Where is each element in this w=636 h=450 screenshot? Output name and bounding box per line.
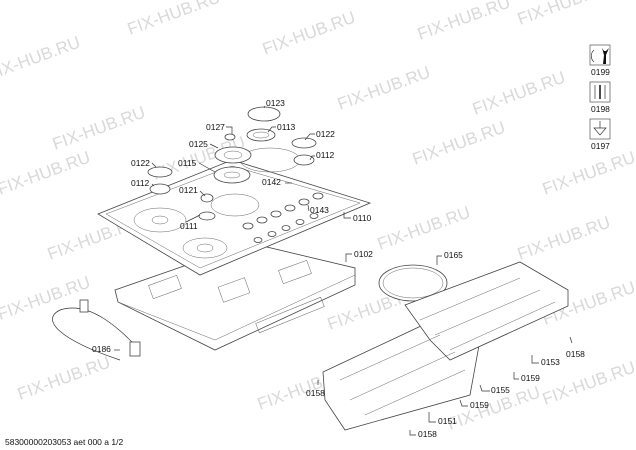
label-0186: 0186	[92, 344, 111, 354]
label-0198: 0198	[591, 104, 610, 114]
grease-icon	[589, 118, 611, 140]
svg-text:FIX-HUB.RU: FIX-HUB.RU	[515, 213, 613, 264]
svg-text:FIX-HUB.RU: FIX-HUB.RU	[15, 353, 113, 404]
label-0110: 0110	[353, 213, 372, 223]
label-0102: 0102	[354, 249, 373, 259]
power-cable	[52, 299, 141, 361]
svg-text:FIX-HUB.RU: FIX-HUB.RU	[0, 33, 83, 84]
label-0158: 0158	[306, 388, 325, 398]
label-0153: 0153	[541, 357, 560, 367]
label-0159: 0159	[521, 373, 540, 383]
label-0111: 0111	[180, 221, 198, 231]
label-0113: 0113	[277, 122, 296, 132]
part-labels: 0123 0127 0113 0122 0125 0112 0122 0115 …	[92, 98, 585, 439]
wrench-tool-icon	[589, 44, 611, 66]
burners	[147, 106, 317, 221]
label-0125: 0125	[189, 139, 208, 149]
label-0122: 0122	[131, 158, 150, 168]
label-0142: 0142	[262, 177, 281, 187]
label-0197: 0197	[591, 141, 610, 151]
svg-text:FIX-HUB.RU: FIX-HUB.RU	[540, 148, 636, 199]
pan-supports	[322, 261, 569, 431]
svg-text:FIX-HUB.RU: FIX-HUB.RU	[50, 103, 148, 154]
svg-text:FIX-HUB.RU: FIX-HUB.RU	[125, 0, 223, 39]
svg-text:FIX-HUB.RU: FIX-HUB.RU	[470, 68, 568, 119]
label-0151: 0151	[438, 416, 457, 426]
svg-text:FIX-HUB.RU: FIX-HUB.RU	[515, 0, 613, 29]
svg-text:FIX-HUB.RU: FIX-HUB.RU	[260, 8, 358, 59]
label-0127: 0127	[206, 122, 225, 132]
screws-icon	[589, 81, 611, 103]
svg-text:FIX-HUB.RU: FIX-HUB.RU	[335, 63, 433, 114]
label-0112: 0112	[316, 150, 335, 160]
label-0158: 0158	[418, 429, 437, 439]
label-0199: 0199	[591, 67, 610, 77]
label-0115: 0115	[178, 158, 197, 168]
wok-ring	[378, 264, 448, 302]
svg-text:FIX-HUB.RU: FIX-HUB.RU	[375, 203, 473, 254]
label-0121: 0121	[179, 185, 198, 195]
label-0165: 0165	[444, 250, 463, 260]
svg-text:FIX-HUB.RU: FIX-HUB.RU	[410, 118, 508, 169]
label-0123: 0123	[266, 98, 285, 108]
svg-text:FIX-HUB.RU: FIX-HUB.RU	[415, 0, 513, 44]
label-0112: 0112	[131, 178, 150, 188]
label-0159: 0159	[470, 400, 489, 410]
svg-text:FIX-HUB.RU: FIX-HUB.RU	[0, 273, 93, 324]
side-icons: 0199 0198 0197	[589, 44, 611, 151]
svg-text:FIX-HUB.RU: FIX-HUB.RU	[0, 148, 93, 199]
label-0158: 0158	[566, 349, 585, 359]
leader-lines	[114, 105, 573, 436]
label-0143: 0143	[310, 205, 329, 215]
label-0155: 0155	[491, 385, 510, 395]
document-footer: 58300000203053 aet 000 a 1/2	[5, 437, 124, 447]
label-0122: 0122	[316, 129, 335, 139]
